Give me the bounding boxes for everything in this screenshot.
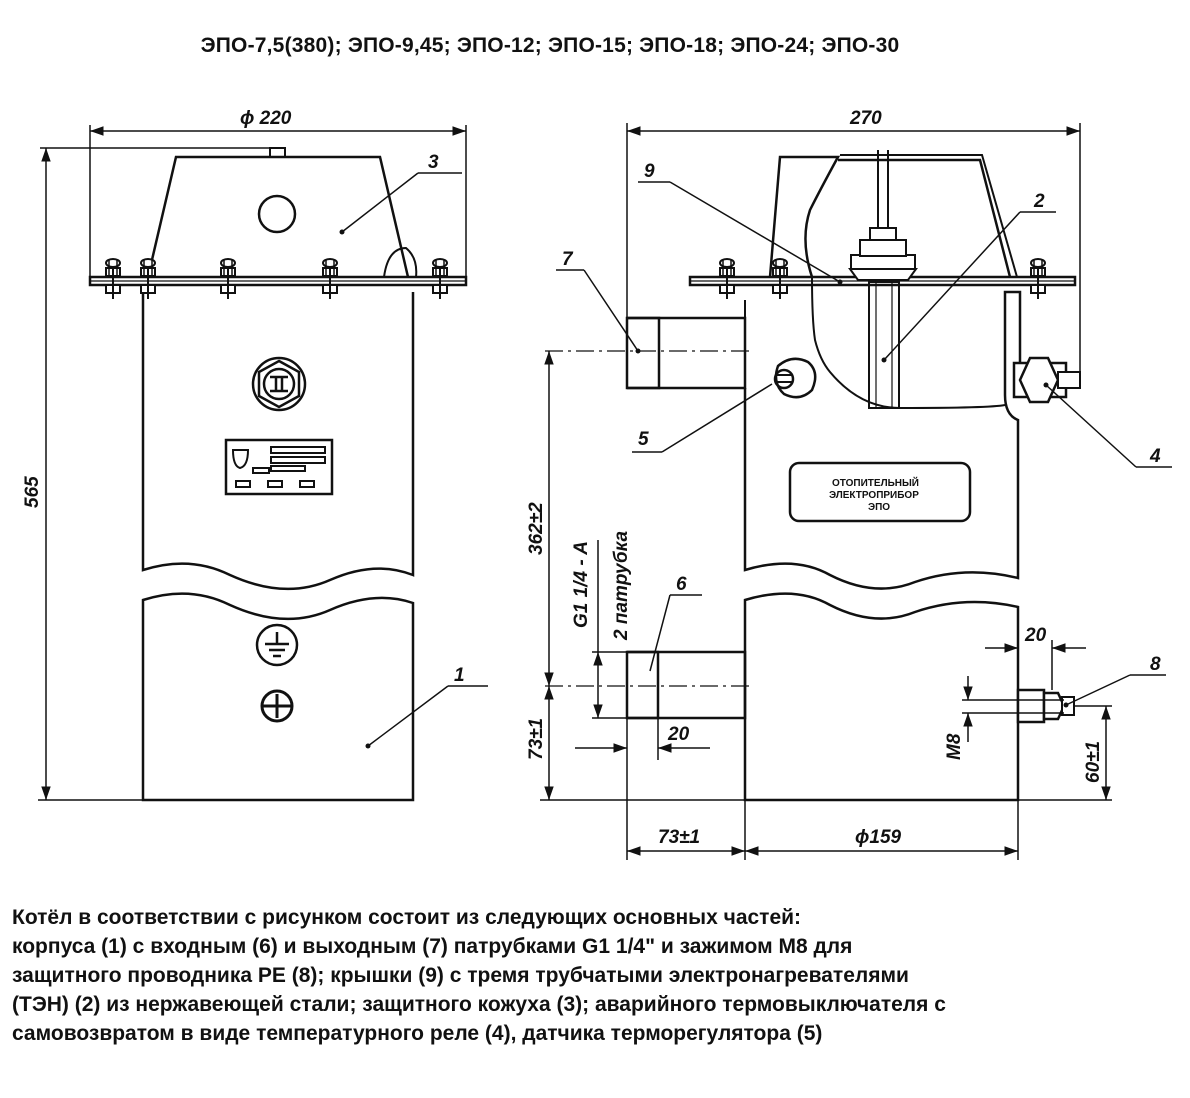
dim-h362: 362±2: [526, 502, 547, 555]
description-line-4: (ТЭН) (2) из нержавеющей стали; защитног…: [12, 993, 946, 1016]
dim-w20-pipe: 20: [667, 724, 690, 745]
description-line-2: корпуса (1) с входным (6) и выходным (7)…: [12, 935, 853, 958]
dim-h73: 73±1: [526, 718, 547, 760]
body-upper: [141, 292, 415, 591]
callout-6: 6: [676, 574, 687, 595]
dim-w270: 270: [849, 108, 882, 129]
ground-icon: [255, 623, 299, 667]
callout-4: 4: [1149, 446, 1161, 467]
nameplate: [788, 461, 972, 523]
body-lower: [141, 592, 415, 802]
side-view: ОТОПИТЕЛЬНЫЙ ЭЛЕКТРОПРИБОР ЭПО 270 362±2…: [526, 108, 1172, 860]
callout-3: 3: [428, 152, 439, 173]
dim-h60: 60±1: [1083, 741, 1104, 783]
callout-9: 9: [644, 161, 655, 182]
dim-two-pipes: 2 патрубка: [611, 531, 632, 641]
page-title: ЭПО-7,5(380); ЭПО-9,45; ЭПО-12; ЭПО-15; …: [200, 34, 900, 57]
dim-m8: M8: [944, 733, 965, 760]
nameplate-line-2: ЭЛЕКТРОПРИБОР: [829, 490, 919, 501]
protective-cover: [146, 155, 410, 278]
dim-d159: ϕ159: [855, 827, 902, 848]
nameplate-line-3: ЭПО: [868, 502, 890, 513]
dim-w20-clamp: 20: [1024, 625, 1047, 646]
cover-hole: [257, 194, 297, 234]
dim-h565: 565: [22, 476, 43, 508]
callout-8: 8: [1150, 654, 1161, 675]
description-line-5: самовозвратом в виде температурного реле…: [12, 1022, 823, 1045]
callout-1: 1: [454, 665, 465, 686]
dim-w73: 73±1: [658, 827, 700, 848]
callout-2: 2: [1033, 191, 1045, 212]
rating-plate: [224, 438, 334, 496]
description-line-3: защитного проводника PE (8); крышки (9) …: [12, 964, 909, 987]
technical-drawing: ϕ 220 565 3 1: [22, 108, 1172, 860]
nameplate-line-1: ОТОПИТЕЛЬНЫЙ: [832, 476, 919, 489]
callout-5: 5: [638, 429, 649, 450]
description-line-1: Котёл в соответствии с рисунком состоит …: [12, 906, 802, 929]
dim-d220: ϕ 220: [240, 108, 292, 129]
description: Котёл в соответствии с рисунком состоит …: [12, 903, 1177, 1048]
front-view: ϕ 220 565 3 1: [22, 108, 488, 802]
dim-thread: G1 1/4 - A: [571, 541, 592, 628]
callout-7: 7: [562, 249, 574, 270]
